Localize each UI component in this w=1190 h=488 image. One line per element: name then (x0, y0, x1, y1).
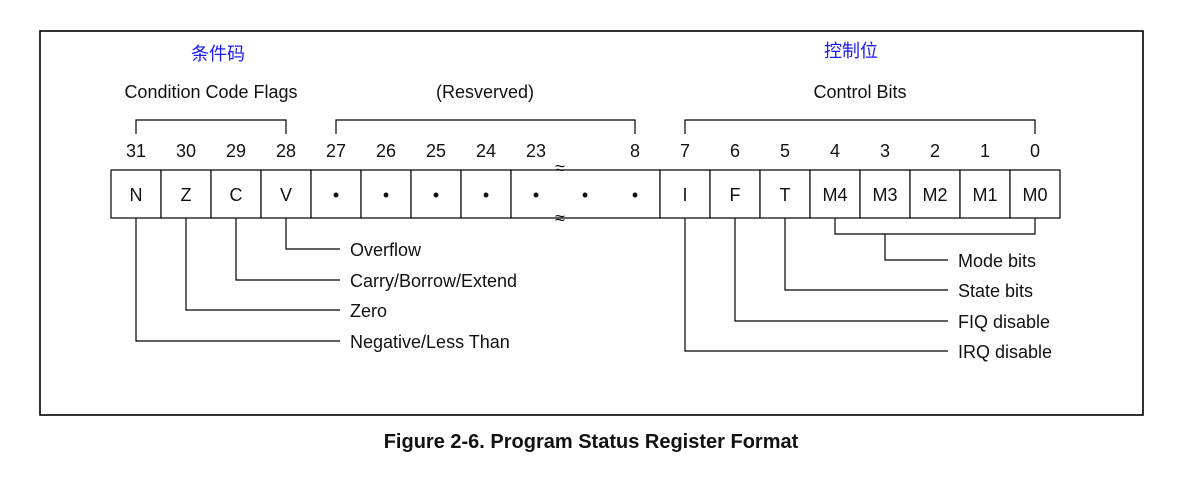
register-cell-box-15 (959, 169, 1011, 219)
condition-heading-en: Condition Code Flags (124, 82, 297, 102)
leader-irq (684, 218, 948, 352)
register-cell-0: N (130, 185, 143, 205)
reserved-heading: (Resverved) (436, 82, 534, 102)
bit-number-4: 4 (830, 141, 840, 161)
label-irq-disable: IRQ disable (958, 342, 1052, 362)
bit-number-2: 2 (930, 141, 940, 161)
bit-number-31: 31 (126, 141, 146, 161)
register-cell-2: C (230, 185, 243, 205)
register-cell-box-6 (410, 169, 462, 219)
leader-overflow (285, 218, 340, 250)
register-cell-18: M0 (1022, 185, 1047, 205)
label-overflow: Overflow (350, 240, 422, 260)
register-cell-box-14 (909, 169, 961, 219)
bit-number-0: 0 (1030, 141, 1040, 161)
bit-number-8: 8 (630, 141, 640, 161)
register-cell-5: • (383, 185, 389, 205)
register-cell-8: • (533, 185, 539, 205)
register-cell-6: • (433, 185, 439, 205)
register-cell-14: M4 (822, 185, 847, 205)
label-carry: Carry/Borrow/Extend (350, 271, 517, 291)
label-state-bits: State bits (958, 281, 1033, 301)
reserved-bracket (335, 119, 636, 134)
bit-number-1: 1 (980, 141, 990, 161)
register-cell-10: • (632, 185, 638, 205)
control-heading-en: Control Bits (813, 82, 906, 102)
register-row: N Z C V • • • • • • • I F T M4 M3 M2 M1 M0 (110, 169, 1061, 219)
control-heading-cn: 控制位 (824, 41, 878, 62)
label-fiq-disable: FIQ disable (958, 312, 1050, 332)
bit-number-24: 24 (476, 141, 496, 161)
condition-bracket (135, 119, 287, 134)
register-cell-11: I (682, 185, 687, 205)
register-cell-17: M1 (972, 185, 997, 205)
condition-heading-cn: 条件码 (191, 44, 245, 65)
label-zero: Zero (350, 301, 387, 321)
register-cell-13: T (780, 185, 791, 205)
leader-state-bits (784, 218, 948, 291)
register-cell-12: F (730, 185, 741, 205)
bit-number-7: 7 (680, 141, 690, 161)
bit-number-5: 5 (780, 141, 790, 161)
register-cell-box-11 (759, 169, 811, 219)
break-mark-top: ≈ (555, 158, 565, 178)
register-cell-3: V (280, 185, 292, 205)
register-cell-box-8 (510, 169, 661, 219)
leader-negative (135, 218, 340, 342)
break-mark-bottom: ≈ (555, 208, 565, 228)
bit-number-25: 25 (426, 141, 446, 161)
register-cell-16: M2 (922, 185, 947, 205)
register-cell-box-7 (460, 169, 512, 219)
register-cell-9: • (582, 185, 588, 205)
label-negative: Negative/Less Than (350, 332, 510, 352)
register-cell-box-10 (709, 169, 761, 219)
control-bracket (684, 119, 1036, 134)
bit-number-6: 6 (730, 141, 740, 161)
bit-number-3: 3 (880, 141, 890, 161)
register-cell-4: • (333, 185, 339, 205)
register-cell-box-16 (1009, 169, 1061, 219)
label-mode-bits: Mode bits (958, 251, 1036, 271)
leader-zero (185, 218, 340, 311)
register-cell-7: • (483, 185, 489, 205)
bit-number-30: 30 (176, 141, 196, 161)
register-cell-1: Z (181, 185, 192, 205)
register-cell-box-5 (360, 169, 412, 219)
register-cell-box-13 (859, 169, 911, 219)
register-cell-box-4 (310, 169, 362, 219)
diagram-frame (39, 30, 1144, 416)
leader-fiq (734, 218, 948, 322)
leader-mode-bits (884, 234, 948, 261)
mode-bits-bracket (834, 218, 1036, 235)
bit-number-29: 29 (226, 141, 246, 161)
figure-caption: Figure 2-6. Program Status Register Form… (384, 431, 799, 453)
bit-number-27: 27 (326, 141, 346, 161)
bit-number-row: 31 30 29 28 27 26 25 24 23 8 7 6 5 4 3 2 1 0 (126, 141, 1040, 161)
bit-number-23: 23 (526, 141, 546, 161)
register-cell-box-3 (260, 169, 312, 219)
bit-number-26: 26 (376, 141, 396, 161)
leader-carry (235, 218, 340, 281)
bit-number-28: 28 (276, 141, 296, 161)
register-cell-15: M3 (872, 185, 897, 205)
